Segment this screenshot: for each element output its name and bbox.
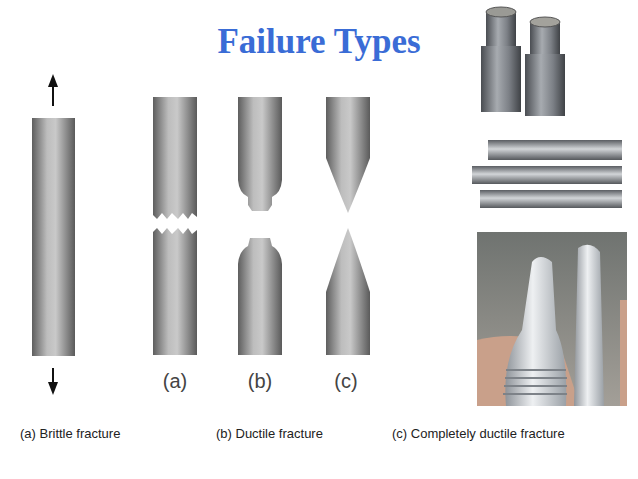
rod-photo	[480, 190, 622, 208]
load-arrow	[52, 84, 54, 106]
brittle-lower-piece	[153, 228, 197, 355]
ductile-lower-piece	[238, 238, 282, 355]
part-label: (b)	[248, 370, 272, 393]
photo-background	[470, 0, 626, 222]
ductile-upper-piece	[238, 97, 282, 211]
necked-lower-piece	[326, 228, 370, 355]
caption-label: (c) Completely ductile fracture	[392, 426, 565, 441]
specimen-bar	[32, 118, 75, 356]
load-arrow	[52, 368, 54, 384]
rod-photo	[488, 140, 622, 160]
thread-lines	[503, 370, 567, 394]
fracture-surface	[530, 17, 560, 27]
brittle-upper-piece	[153, 97, 197, 219]
part-label: (c)	[334, 370, 357, 393]
specimen-photo	[525, 54, 565, 116]
specimen-photo	[481, 46, 521, 112]
hand-photo	[620, 300, 627, 406]
arrow-head	[48, 74, 58, 87]
fracture-surface	[486, 7, 516, 17]
arrow-head	[48, 382, 58, 395]
specimen-photo	[505, 257, 566, 406]
photo-background	[477, 232, 627, 406]
rod-photo	[472, 166, 622, 184]
caption-label: (a) Brittle fracture	[20, 426, 120, 441]
necked-upper-piece	[326, 97, 370, 213]
specimen-photo	[574, 245, 604, 406]
part-label: (a)	[163, 370, 187, 393]
figure-title: Failure Types	[217, 22, 420, 62]
caption-label: (b) Ductile fracture	[216, 426, 323, 441]
